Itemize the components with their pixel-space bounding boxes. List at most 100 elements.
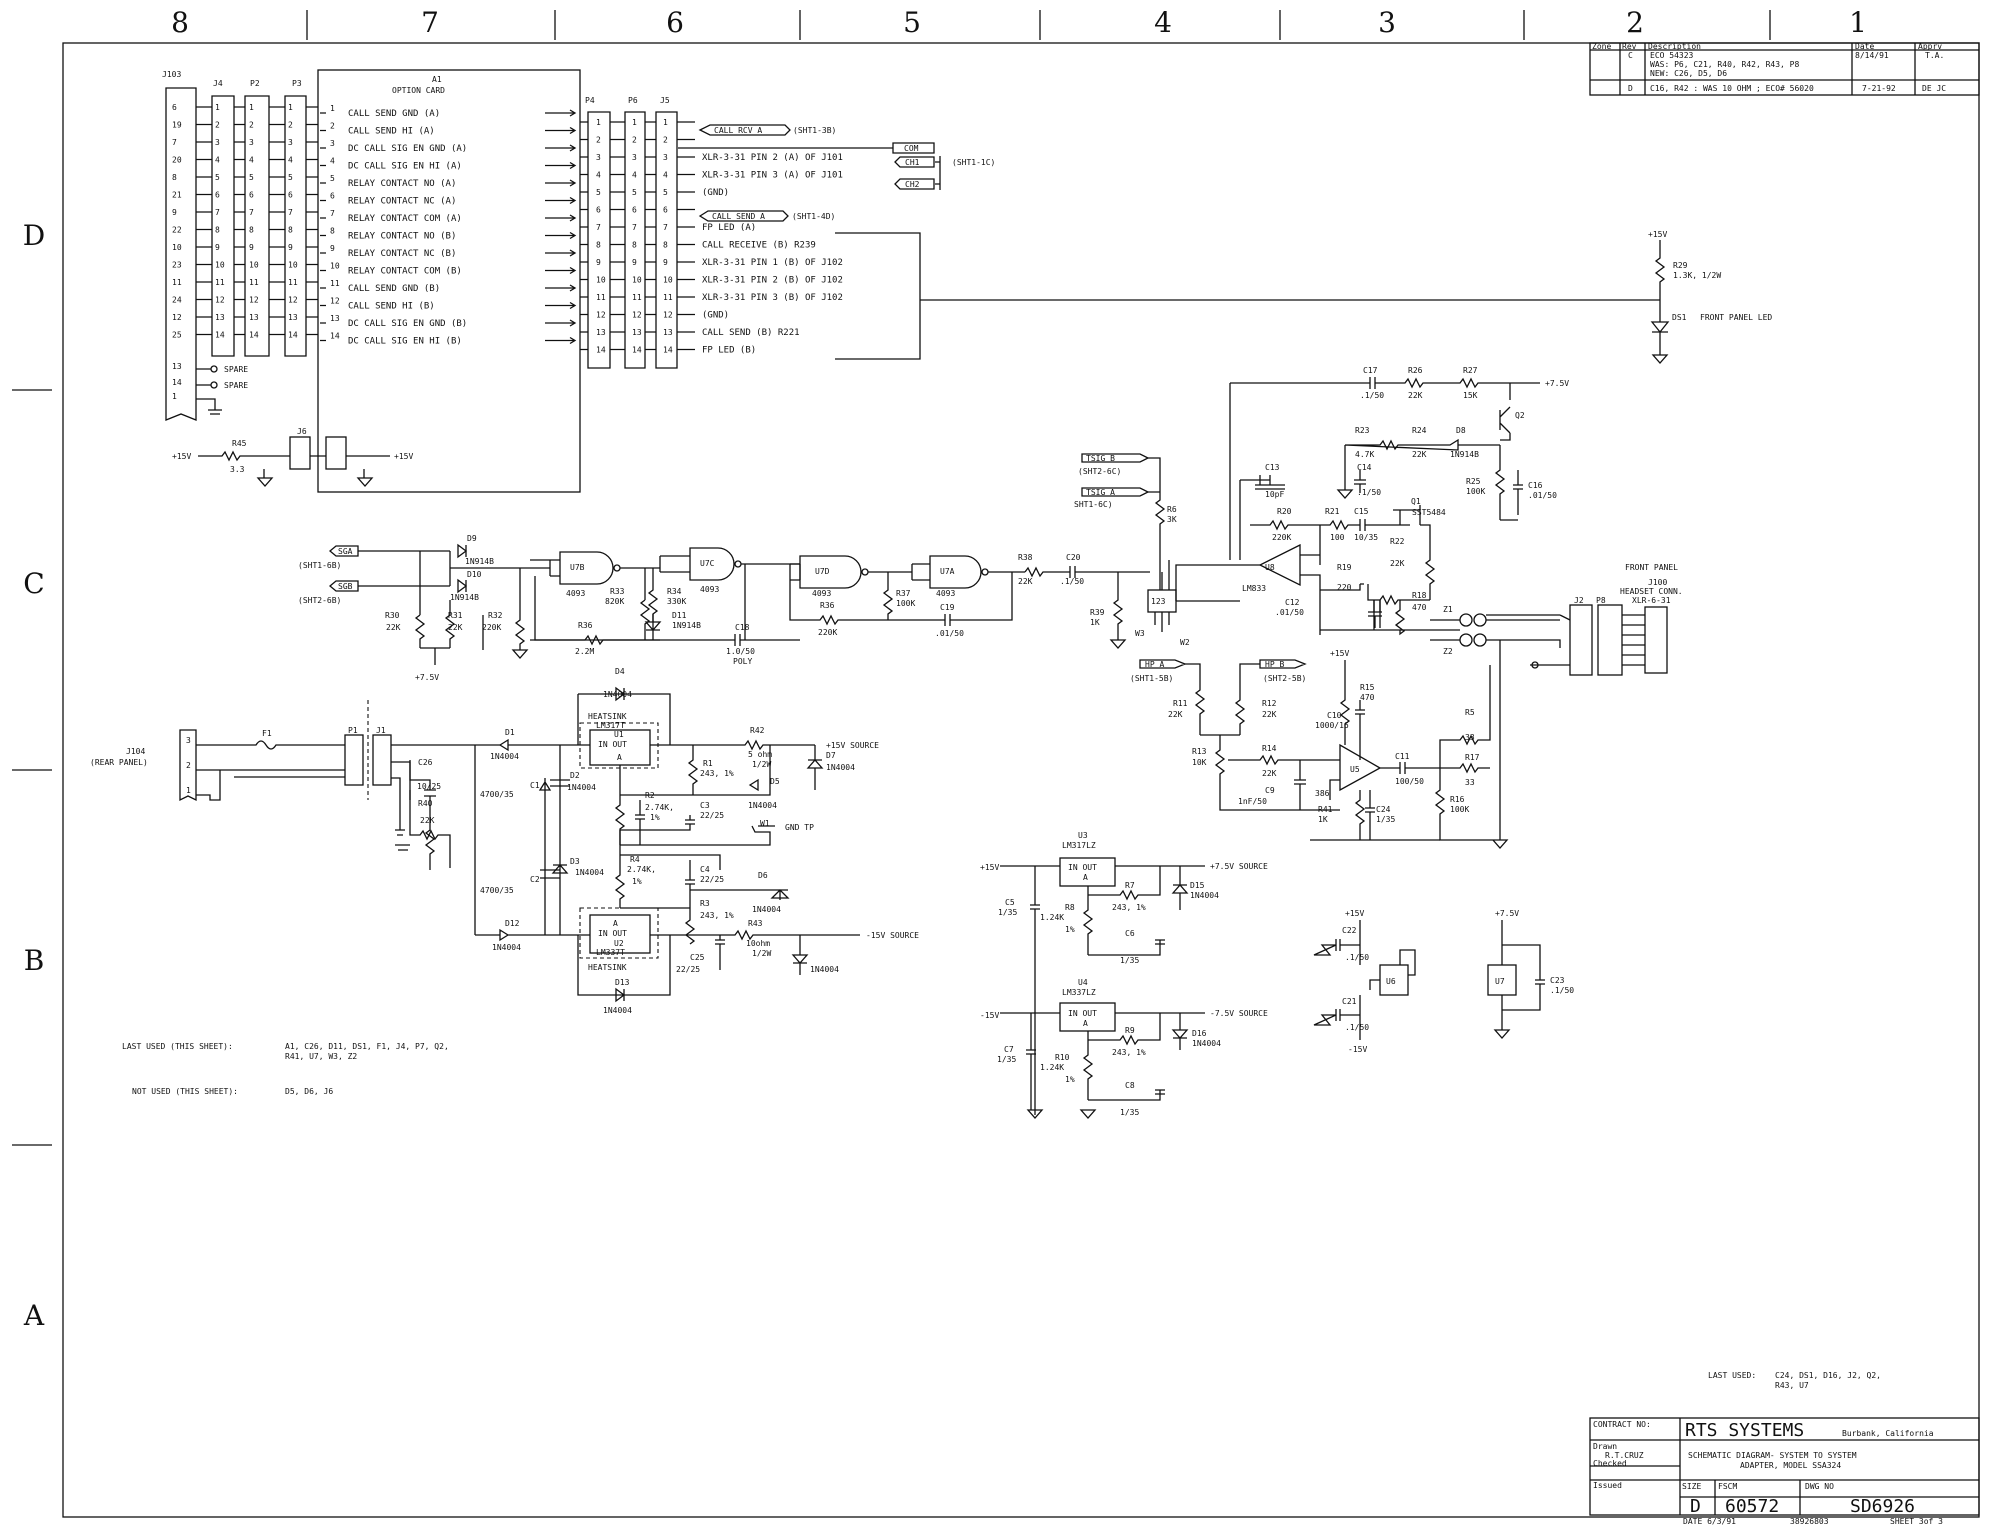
c18-label: C18 bbox=[735, 623, 750, 632]
r41-label: R41 bbox=[1318, 805, 1333, 814]
d14-part: 1N4004 bbox=[810, 965, 839, 974]
u7d-label: U7D bbox=[815, 567, 830, 576]
u7b-part: 4093 bbox=[566, 589, 585, 598]
u2-label: U2 bbox=[614, 939, 624, 948]
j5-signal: XLR-3-31 PIN 2 (B) OF J102 bbox=[702, 276, 843, 286]
r13-label: R13 bbox=[1192, 747, 1207, 756]
r34-value: 330K bbox=[667, 597, 686, 606]
option-card-signal: CALL SEND GND (A) bbox=[348, 109, 440, 119]
last-used-1: A1, C26, D11, DS1, F1, J4, P7, Q2, bbox=[285, 1042, 449, 1051]
r30-label: R30 bbox=[385, 611, 400, 620]
heatsink-u1: HEATSINK bbox=[588, 712, 627, 721]
power-input-j6: +15V R45 3.3 J6 +15V bbox=[172, 427, 413, 487]
r24-label: R24 bbox=[1412, 426, 1427, 435]
j103-pin: 7 bbox=[172, 138, 177, 147]
j103-pin: 20 bbox=[172, 156, 182, 165]
r12-label: R12 bbox=[1262, 699, 1277, 708]
j103-pin: 11 bbox=[172, 278, 182, 287]
contract-no: CONTRACT NO: bbox=[1593, 1420, 1651, 1429]
j5-pin: 4 bbox=[663, 171, 668, 180]
rev-c-desc2: WAS: P6, C21, R40, R42, R43, P8 bbox=[1650, 60, 1799, 69]
r10-tol: 1% bbox=[1065, 1075, 1075, 1084]
c4-value: 22/25 bbox=[700, 875, 724, 884]
c8-label: C8 bbox=[1125, 1081, 1135, 1090]
j5-pin: 5 bbox=[663, 188, 668, 197]
j4-pin: 3 bbox=[215, 138, 220, 147]
rev-c-date: 8/14/91 bbox=[1855, 51, 1889, 60]
hp-a-ref: (SHT1-5B) bbox=[1130, 674, 1173, 683]
j103-pin: 24 bbox=[172, 296, 182, 305]
r32-value: 220K bbox=[482, 623, 501, 632]
c23-label: C23 bbox=[1550, 976, 1565, 985]
p3-pin: 7 bbox=[288, 208, 293, 217]
r11-value: 22K bbox=[1168, 710, 1183, 719]
p4-pin: 13 bbox=[596, 328, 606, 337]
audio-section: +15V R29 1.3K, 1/2W DS1 FRONT PANEL LED … bbox=[1130, 230, 1772, 1054]
p3-pin: 13 bbox=[288, 313, 298, 322]
j5-pin: 14 bbox=[663, 346, 673, 355]
c18-type: POLY bbox=[733, 657, 752, 666]
p15-r29: +15V bbox=[1648, 230, 1667, 239]
r37-label: R37 bbox=[896, 589, 911, 598]
u1-label: U1 bbox=[614, 730, 624, 739]
p6-pin: 11 bbox=[632, 293, 642, 302]
r11-label: R11 bbox=[1173, 699, 1188, 708]
xlr6-label: XLR-6-31 bbox=[1632, 596, 1671, 605]
p6-pin: 6 bbox=[632, 206, 637, 215]
j2-label: J2 bbox=[1574, 596, 1584, 605]
p1-label: P1 bbox=[348, 726, 358, 735]
option-card-title: OPTION CARD bbox=[392, 86, 445, 95]
p2-pin: 4 bbox=[249, 156, 254, 165]
c21-value: .1/50 bbox=[1345, 1023, 1369, 1032]
r17-label: R17 bbox=[1465, 753, 1480, 762]
j5-pin: 7 bbox=[663, 223, 668, 232]
d13-part: 1N4004 bbox=[603, 1006, 632, 1015]
c6-value: 1/35 bbox=[1120, 956, 1139, 965]
option-card-signal: DC CALL SIG EN GND (B) bbox=[348, 319, 467, 329]
r5-value: 33 bbox=[1465, 733, 1475, 742]
c7-label: C7 bbox=[1004, 1045, 1014, 1054]
r21-value: 100 bbox=[1330, 533, 1345, 542]
offpage-top: CALL RCV A (SHT1-3B) COM CH1 CH2 (SHT1-1… bbox=[678, 124, 1660, 360]
p4-pin: 7 bbox=[596, 223, 601, 232]
p6-pin: 1 bbox=[632, 118, 637, 127]
f1-label: F1 bbox=[262, 729, 272, 738]
rev-header-zone: Zone bbox=[1592, 42, 1611, 51]
c19-label: C19 bbox=[940, 603, 955, 612]
r24-value: 22K bbox=[1412, 450, 1427, 459]
zone-col-2: 2 bbox=[1626, 6, 1644, 39]
r18-value: 470 bbox=[1412, 603, 1427, 612]
d16-label: D16 bbox=[1192, 1029, 1207, 1038]
zone-rows: D C B A bbox=[12, 219, 52, 1332]
p4-pin: 8 bbox=[596, 241, 601, 250]
c5-value: 1/35 bbox=[998, 908, 1017, 917]
c2-value: 4700/35 bbox=[480, 886, 514, 895]
j103-pin: 8 bbox=[172, 173, 177, 182]
r31-label: R31 bbox=[448, 611, 463, 620]
option-card-arrow bbox=[320, 231, 577, 240]
d11-part: 1N914B bbox=[672, 621, 701, 630]
j5-signal: FP LED (B) bbox=[702, 346, 756, 356]
call-rcv-ref: (SHT1-3B) bbox=[793, 126, 836, 135]
d10-part: 1N914B bbox=[450, 593, 479, 602]
last-used2-2: R43, U7 bbox=[1775, 1381, 1809, 1390]
c20-value: .1/50 bbox=[1060, 577, 1084, 586]
m75-source: -7.5V SOURCE bbox=[1210, 1009, 1268, 1018]
j4-pin: 14 bbox=[215, 331, 225, 340]
spare-1: SPARE bbox=[224, 365, 248, 374]
j1-label: J1 bbox=[376, 726, 386, 735]
d8-part: 1N914B bbox=[1450, 450, 1479, 459]
p6-pin: 3 bbox=[632, 153, 637, 162]
ch2-tag: CH2 bbox=[905, 180, 920, 189]
c8-value: 1/35 bbox=[1120, 1108, 1139, 1117]
u5-label: U5 bbox=[1350, 765, 1360, 774]
option-card-pin: 6 bbox=[330, 192, 335, 201]
u3-label: U3 bbox=[1078, 831, 1088, 840]
p3-pin: 1 bbox=[288, 103, 293, 112]
c25-label: C25 bbox=[690, 953, 705, 962]
pin-1: 1 bbox=[186, 786, 191, 795]
p75-source: +7.5V SOURCE bbox=[1210, 862, 1268, 871]
p15-label-b: +15V bbox=[394, 452, 413, 461]
c24-value: 1/35 bbox=[1376, 815, 1395, 824]
j5-signal: XLR-3-31 PIN 3 (A) OF J101 bbox=[702, 171, 843, 181]
